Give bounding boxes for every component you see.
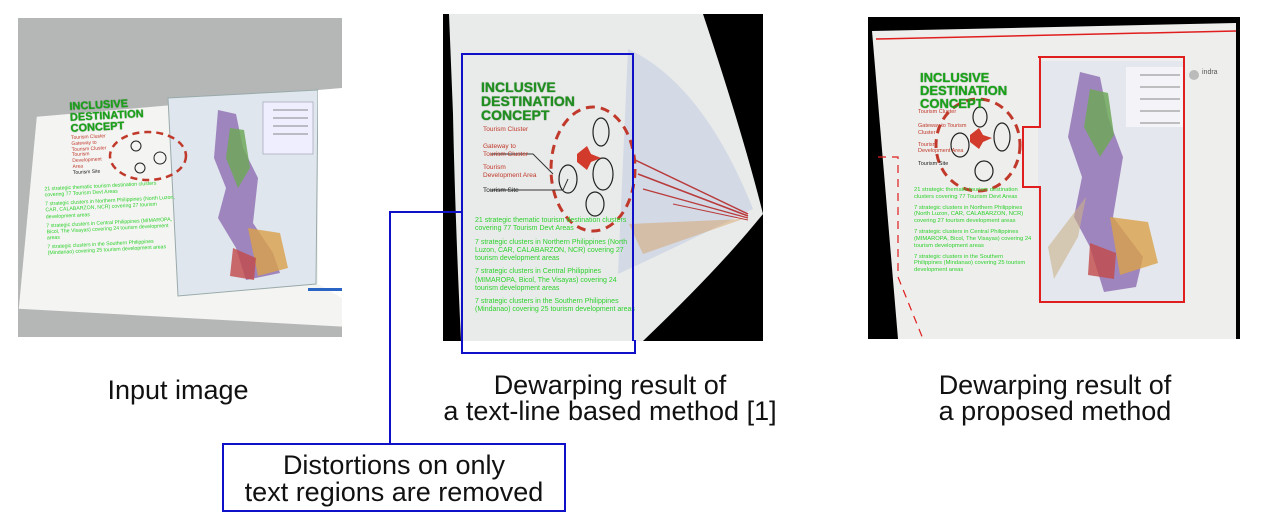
text-region-highlight-box-bottom xyxy=(461,340,636,354)
proposed-title-line2: DESTINATION xyxy=(920,83,1008,98)
textline-tourism-site: Tourism Site xyxy=(483,187,519,195)
callout-line1: Distortions on only xyxy=(282,450,506,480)
proposed-tda: Tourism Development Area xyxy=(918,141,964,155)
caption-input-text: Input image xyxy=(107,375,249,405)
proposed-logo: indra xyxy=(1202,69,1218,76)
proposed-bullet-south: 7 strategic clusters in the Southern Phi… xyxy=(914,253,1026,274)
caption-textline: Dewarping result of a text-line based me… xyxy=(420,370,800,426)
proposed-tourism-cluster: Tourism Cluster xyxy=(918,109,957,115)
textline-bullet-north: 7 strategic clusters in Northern Philipp… xyxy=(475,238,628,263)
textline-gateway: Gateway to Tourism Cluster xyxy=(483,143,529,158)
input-map xyxy=(108,88,342,298)
input-image-panel: INCLUSIVE DESTINATION CONCEPT Tourism Cl… xyxy=(18,18,342,337)
caption-textline-line2: a text-line based method [1] xyxy=(443,396,777,426)
textline-bullet-central: 7 strategic clusters in Central Philippi… xyxy=(475,268,617,292)
proposed-bullet-central: 7 strategic clusters in Central Philippi… xyxy=(914,229,1032,249)
textline-result-panel: INCLUSIVE DESTINATION CONCEPT Tourism Cl… xyxy=(443,14,763,341)
textline-tourism-cluster: Tourism Cluster xyxy=(483,126,529,133)
caption-proposed-line1: Dewarping result of xyxy=(938,370,1172,400)
proposed-rectified-document xyxy=(872,23,1237,339)
proposed-bullet-intro: 21 strategic thematic tourism destinatio… xyxy=(914,187,1018,200)
callout-line2: text regions are removed xyxy=(244,477,544,507)
proposed-tourism-site: Tourism Site xyxy=(918,160,949,167)
proposed-result-panel: indra INCLUSIVE DESTINATION CONCEPT Tour… xyxy=(868,17,1240,339)
textline-title-line1: INCLUSIVE xyxy=(481,79,556,95)
proposed-title-line3: CONCEPT xyxy=(920,96,984,111)
textline-warped-document xyxy=(449,14,763,341)
proposed-gateway: Gateway to Tourism Cluster xyxy=(918,123,967,136)
proposed-title-line1: INCLUSIVE xyxy=(920,70,990,85)
callout-text: Distortions on only text regions are rem… xyxy=(222,450,566,507)
callout-box xyxy=(222,443,566,512)
caption-proposed: Dewarping result of a proposed method xyxy=(900,370,1210,426)
caption-textline-line1: Dewarping result of xyxy=(493,370,727,400)
proposed-bullet-north: 7 strategic clusters in Northern Philipp… xyxy=(914,204,1024,225)
textline-title-line2: DESTINATION xyxy=(481,93,575,109)
textline-bullet-south: 7 strategic clusters in the Southern Phi… xyxy=(475,298,635,314)
textline-bullet-intro: 21 strategic thematic tourism destinatio… xyxy=(475,217,627,233)
textline-title-line3: CONCEPT xyxy=(481,107,550,123)
caption-proposed-line2: a proposed method xyxy=(938,396,1172,426)
caption-input: Input image xyxy=(60,375,296,405)
text-region-highlight-box xyxy=(461,53,634,341)
textline-tda: Tourism Development Area xyxy=(483,164,537,179)
